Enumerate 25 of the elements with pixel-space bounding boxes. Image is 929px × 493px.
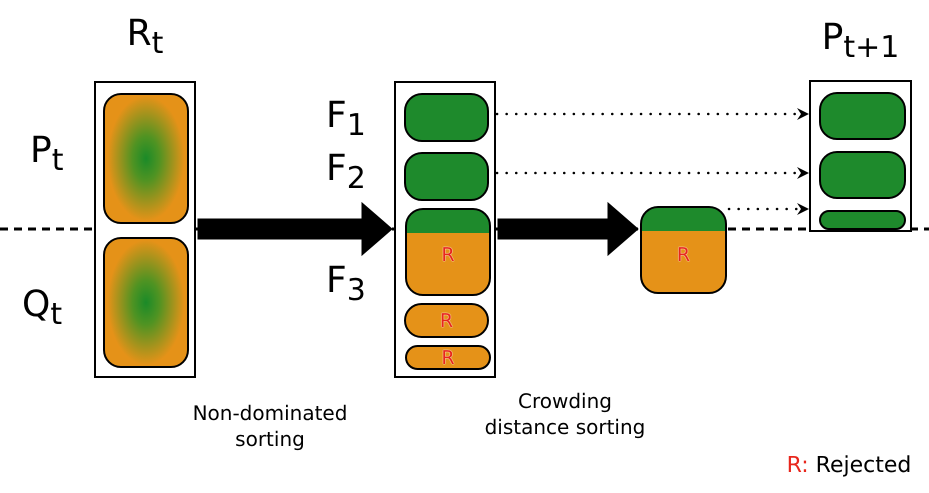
rejected-mark: R [440,244,456,266]
rejected-mark: R [676,244,692,266]
solution-box [640,206,727,294]
front-label: F$_{1}$ [326,95,366,144]
step-caption: Non-dominated sorting [192,400,348,452]
block-arrow [198,202,393,256]
population-label: P$_{t+1}$ [820,17,900,66]
dotted-arrow [496,167,810,179]
solution-box [819,92,906,140]
rejected-mark: R [440,347,456,369]
step-caption: Crowding distance sorting [484,388,646,440]
solution-box [404,303,489,338]
solution-box [819,151,906,199]
front-label: P$_{t}$ [30,130,64,178]
block-arrow [498,202,639,256]
front-label: F$_{3}$ [326,260,366,308]
front-label: Q$_{t}$ [22,284,62,332]
solution-box [405,345,491,370]
dotted-arrow [496,108,810,120]
legend-note: R: Rejected [786,452,912,480]
population-label: R$_{t}$ [126,13,164,62]
rejected-mark: R [438,310,454,332]
solution-box [819,210,906,230]
front-label: F$_{2}$ [326,148,366,196]
dotted-arrow [728,203,810,215]
